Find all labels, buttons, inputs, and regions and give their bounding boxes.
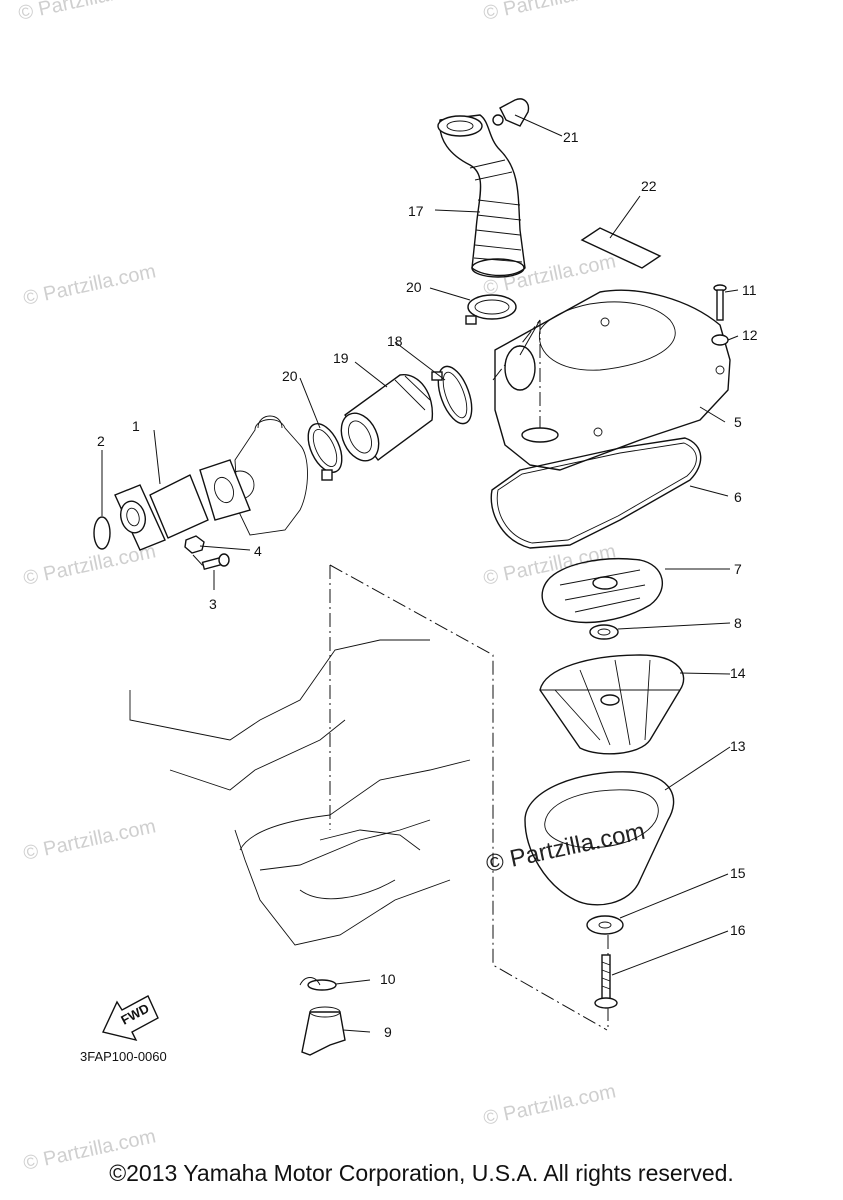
part-2-o-ring	[93, 516, 111, 550]
part-14-element-cage	[539, 654, 685, 755]
carburetor-outline	[225, 415, 308, 536]
callout-21: 21	[563, 129, 579, 145]
reference-lines	[192, 319, 609, 1031]
part-19-joint	[340, 374, 434, 462]
part-12-collar	[711, 334, 729, 346]
part-20-clamp	[307, 423, 343, 481]
callout-16: 16	[730, 922, 746, 938]
callout-5: 5	[734, 414, 742, 430]
callout-6: 6	[734, 489, 742, 505]
part-8-nut	[589, 624, 619, 640]
part-5-air-cleaner-case	[494, 289, 731, 471]
part-1-manifold	[114, 459, 251, 551]
part-22-label	[580, 227, 662, 269]
watermark: © Partzilla.com	[21, 260, 157, 310]
callout-1: 1	[132, 418, 140, 434]
part-3-bolt	[201, 553, 230, 571]
callout-14: 14	[730, 665, 746, 681]
leader-lines	[101, 114, 739, 1033]
part-4-nut	[184, 535, 205, 554]
callout-4: 4	[254, 543, 262, 559]
callout-20: 20	[282, 368, 298, 384]
callout-2: 2	[97, 433, 105, 449]
callout-20-upper: 20	[406, 279, 422, 295]
callout-17: 17	[408, 203, 424, 219]
watermark: © Partzilla.com	[21, 815, 157, 865]
callout-11: 11	[742, 282, 757, 298]
watermark: © Partzilla.com	[21, 540, 157, 590]
fwd-arrow-icon: FWD	[102, 995, 159, 1042]
callout-12: 12	[742, 327, 758, 343]
center-watermark: © Partzilla.com	[484, 818, 648, 878]
part-13-filter-element	[524, 771, 675, 906]
part-17-intake-duct	[437, 114, 526, 278]
part-20-clamp-upper	[465, 294, 517, 325]
watermark: © Partzilla.com	[481, 0, 617, 25]
part-16-bolt	[594, 954, 618, 1009]
callout-3: 3	[209, 596, 217, 612]
part-7-screen	[541, 558, 663, 624]
part-9-drain	[301, 1006, 346, 1056]
part-6-gasket	[490, 437, 702, 549]
callout-8: 8	[734, 615, 742, 631]
watermark: © Partzilla.com	[16, 0, 152, 25]
callout-15: 15	[730, 865, 746, 881]
callout-13: 13	[730, 738, 746, 754]
frame-outline	[129, 639, 471, 946]
part-10-clip	[299, 977, 337, 991]
callout-7: 7	[734, 561, 742, 577]
part-18-clamp	[431, 365, 473, 425]
callout-9: 9	[384, 1024, 392, 1040]
part-11-bolt	[713, 284, 727, 321]
part-21-elbow	[492, 98, 530, 127]
callout-18: 18	[387, 333, 403, 349]
part-15-washer	[586, 915, 624, 935]
copyright-notice: ©2013 Yamaha Motor Corporation, U.S.A. A…	[109, 1160, 734, 1186]
watermark: © Partzilla.com	[481, 1080, 617, 1130]
callouts: 1 2 3 4 5 6 7 8 9 10 11 12 13 14 15 16 1…	[97, 129, 758, 1040]
callout-22: 22	[641, 178, 657, 194]
callout-19: 19	[333, 350, 349, 366]
callout-10: 10	[380, 971, 396, 987]
diagram-code: 3FAP100-0060	[80, 1049, 167, 1064]
